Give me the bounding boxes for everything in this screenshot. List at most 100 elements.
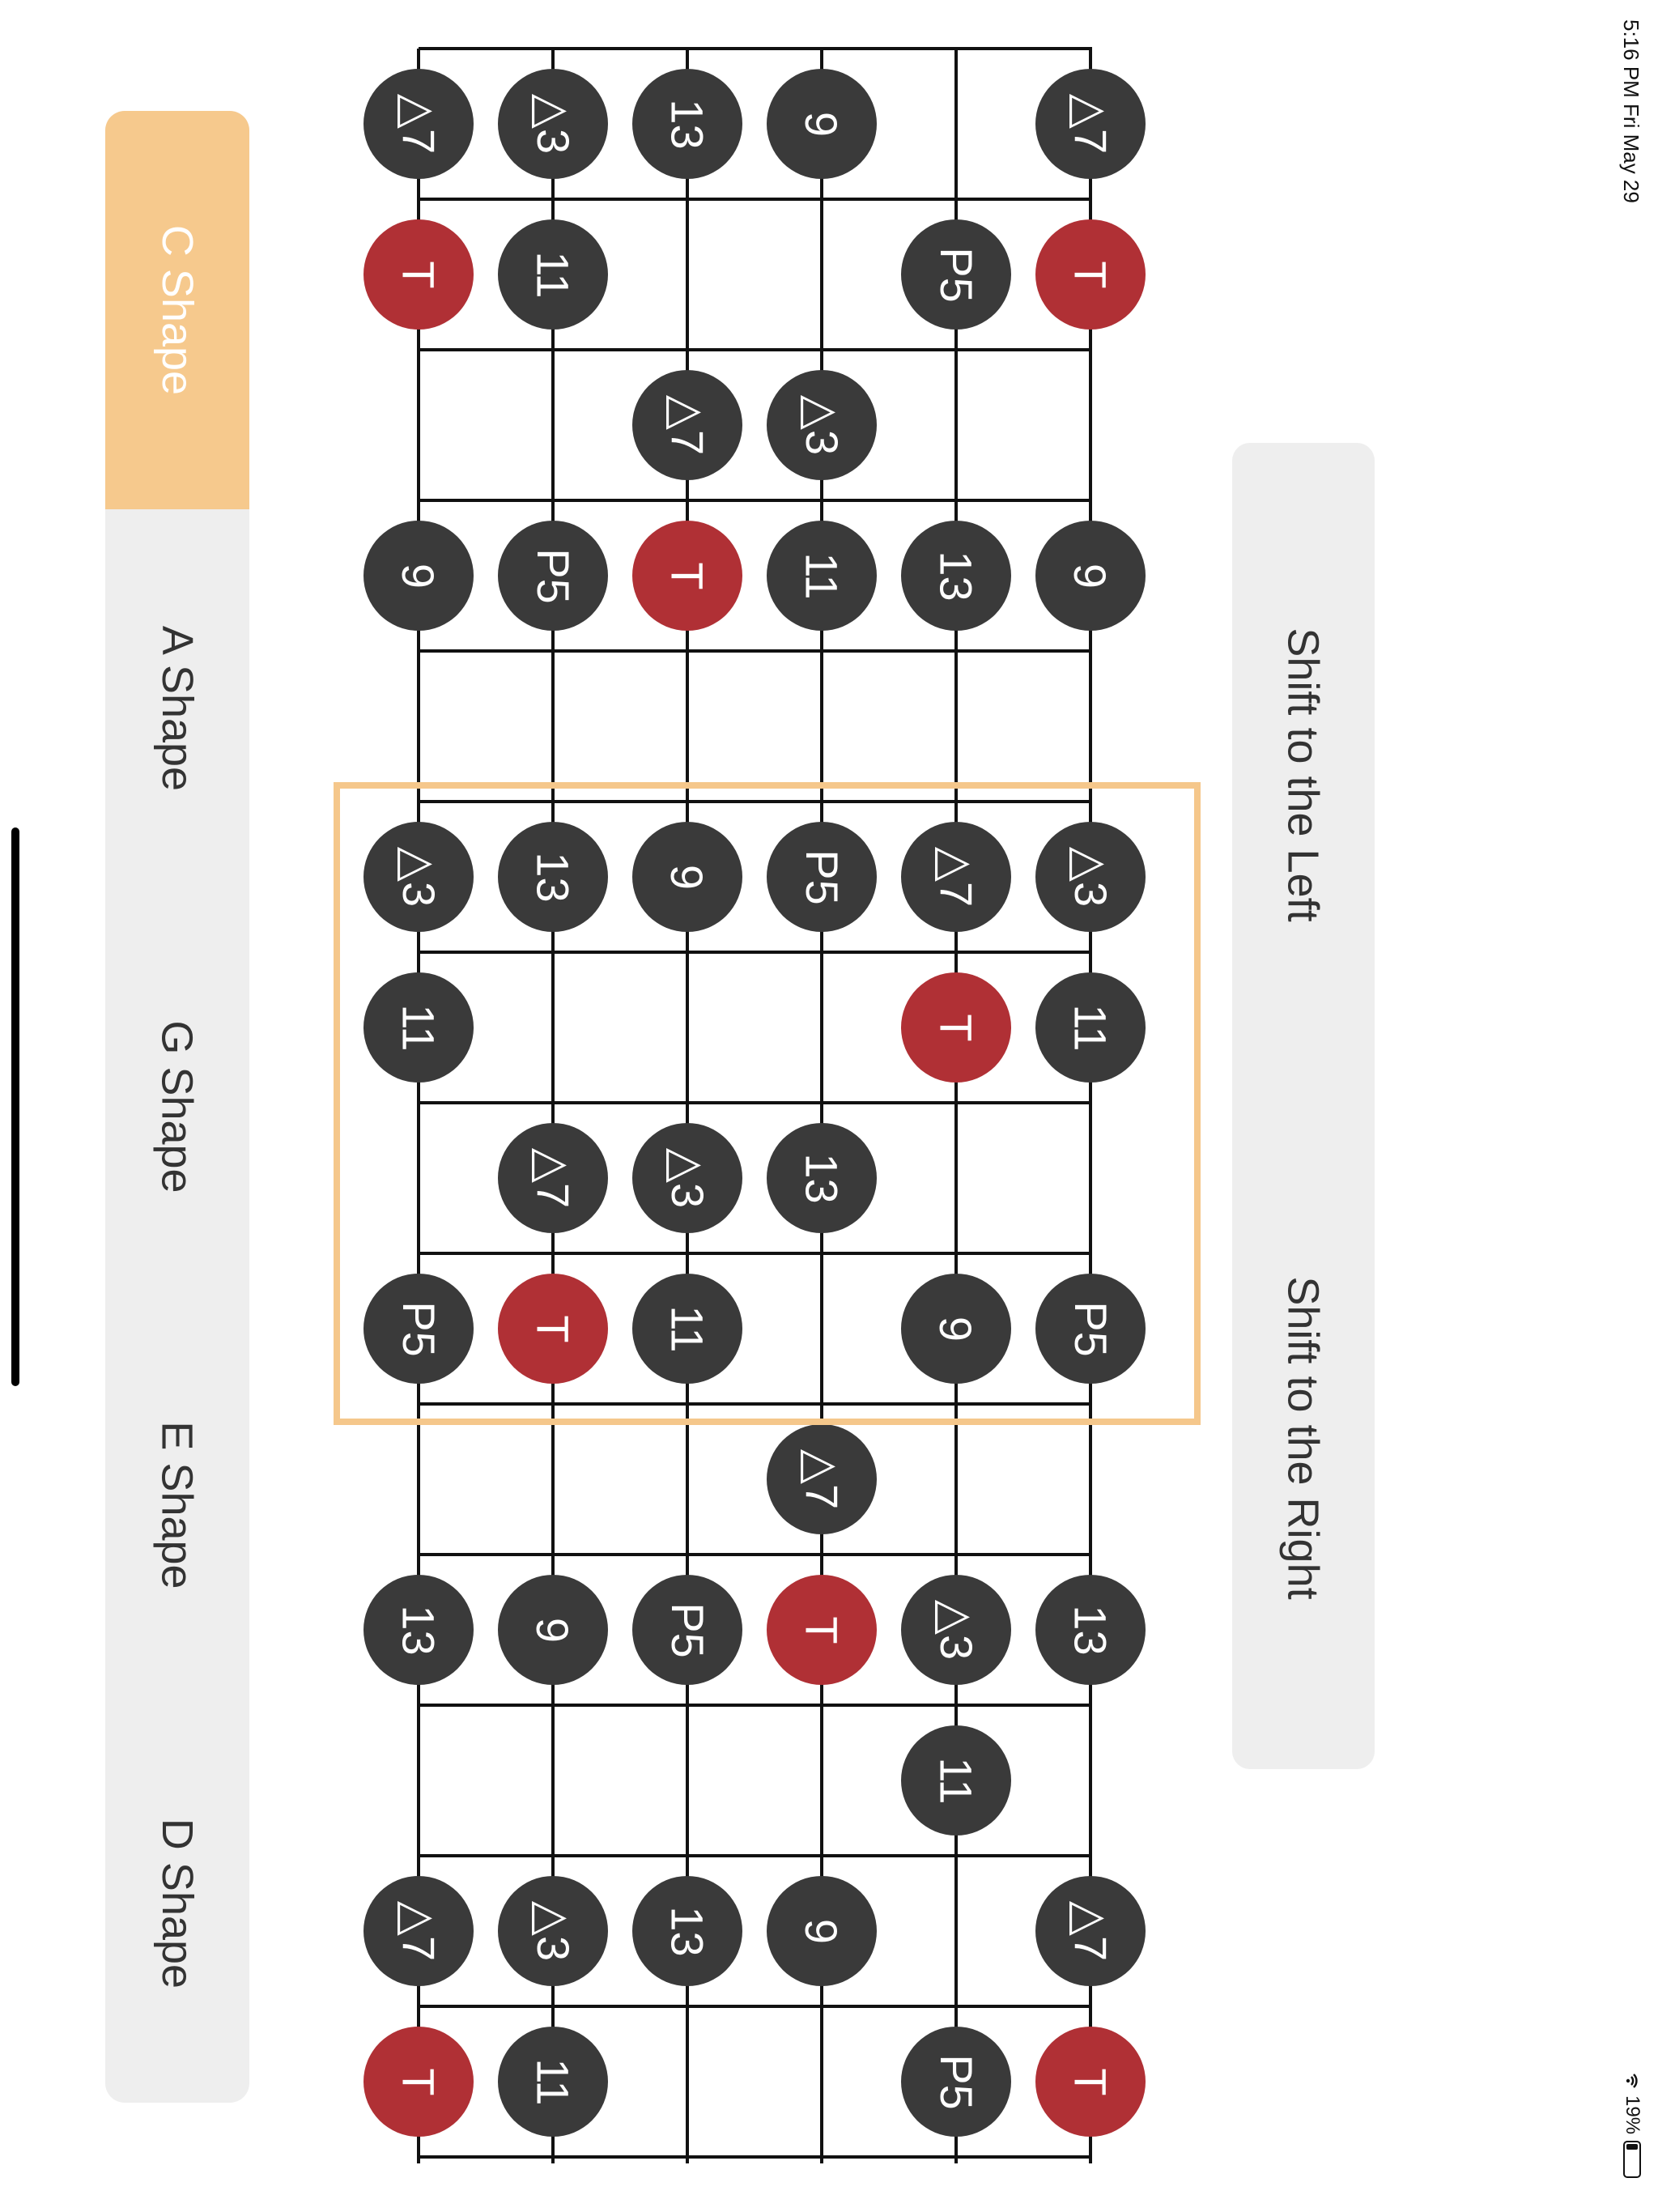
note-dot: △3 [767,370,877,480]
tonic-note-dot: T [1035,219,1146,330]
home-indicator[interactable] [11,827,19,1386]
note-label: △7 [797,1448,848,1510]
note-label: 9 [527,1617,579,1643]
note-dot: 9 [498,1575,608,1685]
fret-line-10 [419,1553,1092,1556]
fret-line-8 [419,1252,1092,1255]
shift-panel: Shift to the Left Shift to the Right [1232,443,1375,1769]
shape-selector: C Shape A Shape G Shape E Shape D Shape [105,111,249,2103]
note-label: 11 [796,551,848,600]
note-dot: △3 [363,822,474,932]
fret-line-5 [419,800,1092,803]
fret-line-4 [419,649,1092,653]
note-dot: △3 [1035,822,1146,932]
fret-line-11 [419,1704,1092,1707]
note-dot: P5 [632,1575,742,1685]
fret-line-14 [419,2155,1092,2159]
tonic-note-dot: T [363,2027,474,2137]
note-dot: △7 [767,1424,877,1534]
note-label: △7 [393,1900,444,1962]
note-label: 9 [393,563,444,589]
note-dot: 13 [363,1575,474,1685]
note-dot: 13 [1035,1575,1146,1685]
note-label: P5 [930,2053,982,2110]
note-dot: P5 [901,219,1011,330]
fret-line-12 [419,1854,1092,1857]
note-label: 9 [1065,563,1116,589]
note-dot: 13 [901,521,1011,631]
note-label: △3 [797,394,848,456]
note-label: 9 [796,111,848,137]
fret-line-3 [419,499,1092,502]
string-1 [417,49,420,2163]
fret-line-13 [419,2005,1092,2008]
note-dot: △3 [498,1876,608,1986]
note-label: 11 [930,1756,982,1805]
note-dot: 9 [767,69,877,179]
string-3 [686,49,689,2163]
fret-line-0 [419,47,1092,50]
status-battery: 19% [1621,2073,1643,2179]
note-label: T [1065,2067,1116,2096]
note-dot: △7 [901,822,1011,932]
note-dot: 9 [632,822,742,932]
note-dot: 11 [363,972,474,1083]
note-dot: 9 [363,521,474,631]
tab-c-shape[interactable]: C Shape [105,111,249,509]
wifi-icon [1626,2074,1638,2088]
note-dot: 11 [767,521,877,631]
fret-line-2 [419,348,1092,351]
note-label: 13 [661,98,713,150]
shift-left-button[interactable]: Shift to the Left [1232,443,1375,1106]
note-label: T [393,2067,444,2096]
note-label: △3 [931,1599,982,1661]
string-5 [954,49,958,2163]
string-2 [551,49,555,2163]
fret-line-9 [419,1402,1092,1406]
note-dot: △7 [363,1876,474,1986]
tonic-note-dot: T [767,1575,877,1685]
note-dot: 11 [901,1725,1011,1836]
note-label: 11 [527,250,579,299]
string-4 [820,49,823,2163]
note-label: 13 [930,550,982,602]
note-dot: P5 [1035,1274,1146,1384]
fret-line-6 [419,951,1092,954]
note-dot: △7 [1035,1876,1146,1986]
tonic-note-dot: T [498,1274,608,1384]
note-dot: 11 [498,219,608,330]
note-dot: △3 [901,1575,1011,1685]
shift-right-button[interactable]: Shift to the Right [1232,1106,1375,1769]
note-label: P5 [661,1602,713,1658]
tonic-note-dot: T [363,219,474,330]
fret-line-7 [419,1101,1092,1104]
note-label: P5 [930,246,982,303]
tonic-note-dot: T [1035,2027,1146,2137]
note-label: △7 [1065,93,1116,155]
note-dot: 13 [632,1876,742,1986]
note-label: T [796,1615,848,1644]
note-dot: △7 [632,370,742,480]
note-label: △3 [528,93,579,155]
note-dot: 13 [767,1123,877,1233]
status-bar: 5:16 PM Fri May 29 19% [1614,0,1647,2212]
note-dot: △3 [632,1123,742,1233]
note-label: △7 [393,93,444,155]
note-dot: P5 [363,1274,474,1384]
note-label: △7 [1065,1900,1116,1962]
tonic-note-dot: T [901,972,1011,1083]
note-label: 13 [1065,1604,1116,1656]
note-label: △7 [662,394,713,456]
note-dot: △7 [363,69,474,179]
note-label: 11 [527,2057,579,2106]
note-label: 13 [661,1905,713,1957]
note-label: P5 [527,547,579,604]
note-dot: △3 [498,69,608,179]
note-label: T [393,260,444,289]
note-dot: 11 [1035,972,1146,1083]
note-label: 9 [796,1918,848,1944]
fret-line-1 [419,198,1092,201]
note-label: T [1065,260,1116,289]
note-dot: △7 [1035,69,1146,179]
note-dot: 11 [498,2027,608,2137]
